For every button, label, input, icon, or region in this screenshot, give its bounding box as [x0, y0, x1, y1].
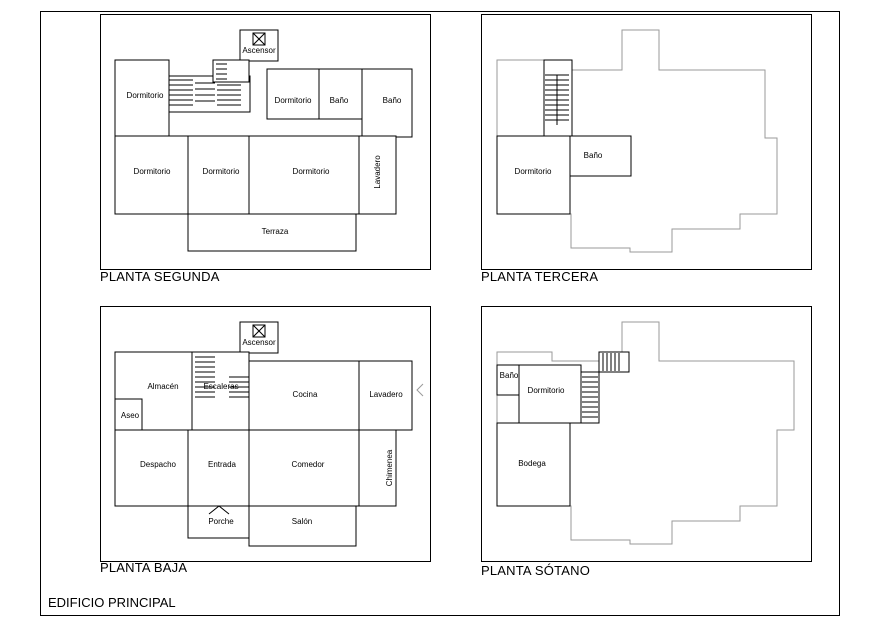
label-comedor: Comedor — [292, 460, 325, 469]
plan-baja-frame: Ascensor Almacén Escaleras Aseo Cocina L… — [100, 306, 431, 562]
label-dormitorio: Dormitorio — [528, 386, 565, 395]
room-bano — [569, 135, 632, 177]
label-aseo: Aseo — [121, 411, 140, 420]
room-dormitorio-4 — [187, 135, 250, 215]
building-outline — [496, 321, 795, 545]
building-outline — [496, 29, 778, 253]
label-lavadero: Lavadero — [373, 155, 382, 189]
plan-title-baja: PLANTA BAJA — [100, 560, 188, 575]
plan-tercera-drawing: Dormitorio Baño — [496, 29, 778, 253]
label-dormitorio-4: Dormitorio — [203, 167, 240, 176]
plan-segunda-frame: Ascensor Dormitorio Dormitorio Baño Baño… — [100, 14, 431, 270]
label-lavadero: Lavadero — [369, 390, 403, 399]
label-dormitorio-3: Dormitorio — [134, 167, 171, 176]
label-despacho: Despacho — [140, 460, 177, 469]
label-bano: Baño — [584, 151, 603, 160]
room-dormitorio-5 — [248, 135, 360, 215]
room-chimenea — [358, 429, 397, 507]
stair-treads — [195, 356, 249, 398]
label-salon: Salón — [292, 517, 312, 526]
room-dormitorio — [518, 364, 582, 424]
drawing-sheet: Ascensor Dormitorio Dormitorio Baño Baño… — [40, 11, 840, 616]
room-salon — [248, 505, 357, 547]
room-escaleras — [191, 351, 250, 431]
sheet-title: EDIFICIO PRINCIPAL — [48, 595, 176, 610]
plan-title-segunda: PLANTA SEGUNDA — [100, 269, 220, 284]
room-comedor — [248, 429, 360, 507]
plan-segunda-drawing: Ascensor Dormitorio Dormitorio Baño Baño… — [114, 29, 413, 252]
room-bodega — [496, 422, 571, 507]
label-ascensor: Ascensor — [242, 46, 276, 55]
room-dormitorio-3 — [114, 135, 189, 215]
label-entrada: Entrada — [208, 460, 237, 469]
plan-title-tercera: PLANTA TERCERA — [481, 269, 599, 284]
room-bano — [496, 364, 520, 396]
label-ascensor: Ascensor — [242, 338, 276, 347]
plan-sotano-frame: Baño Dormitorio Bodega — [481, 306, 812, 562]
label-dormitorio-1: Dormitorio — [127, 91, 164, 100]
room-entrada — [187, 429, 250, 507]
room-despacho — [114, 429, 189, 507]
label-porche: Porche — [208, 517, 234, 526]
room-lavadero — [358, 135, 397, 215]
plan-sotano-drawing: Baño Dormitorio Bodega — [496, 321, 795, 545]
label-dormitorio: Dormitorio — [515, 167, 552, 176]
label-almacen: Almacén — [147, 382, 178, 391]
label-dormitorio-5: Dormitorio — [293, 167, 330, 176]
label-cocina: Cocina — [293, 390, 318, 399]
entrance-arrow-icon — [208, 505, 230, 515]
label-bano: Baño — [500, 371, 519, 380]
stair-block — [543, 59, 573, 137]
label-bano-1: Baño — [330, 96, 349, 105]
label-bodega: Bodega — [518, 459, 546, 468]
side-arrow-icon — [416, 383, 424, 397]
label-dormitorio-2: Dormitorio — [275, 96, 312, 105]
label-chimenea: Chimenea — [385, 449, 394, 486]
room-dormitorio-2 — [266, 68, 320, 120]
stair-treads — [169, 79, 241, 106]
label-bano-2: Baño — [383, 96, 402, 105]
room-bano-1 — [318, 68, 363, 120]
label-terraza: Terraza — [262, 227, 289, 236]
plan-baja-drawing: Ascensor Almacén Escaleras Aseo Cocina L… — [114, 321, 424, 547]
plan-tercera-frame: Dormitorio Baño — [481, 14, 812, 270]
plan-title-sotano: PLANTA SÓTANO — [481, 563, 591, 578]
room-lavadero — [358, 360, 413, 431]
room-terraza — [187, 213, 357, 252]
room-dormitorio — [496, 135, 571, 215]
room-aseo — [114, 398, 143, 431]
label-escaleras: Escaleras — [203, 382, 238, 391]
